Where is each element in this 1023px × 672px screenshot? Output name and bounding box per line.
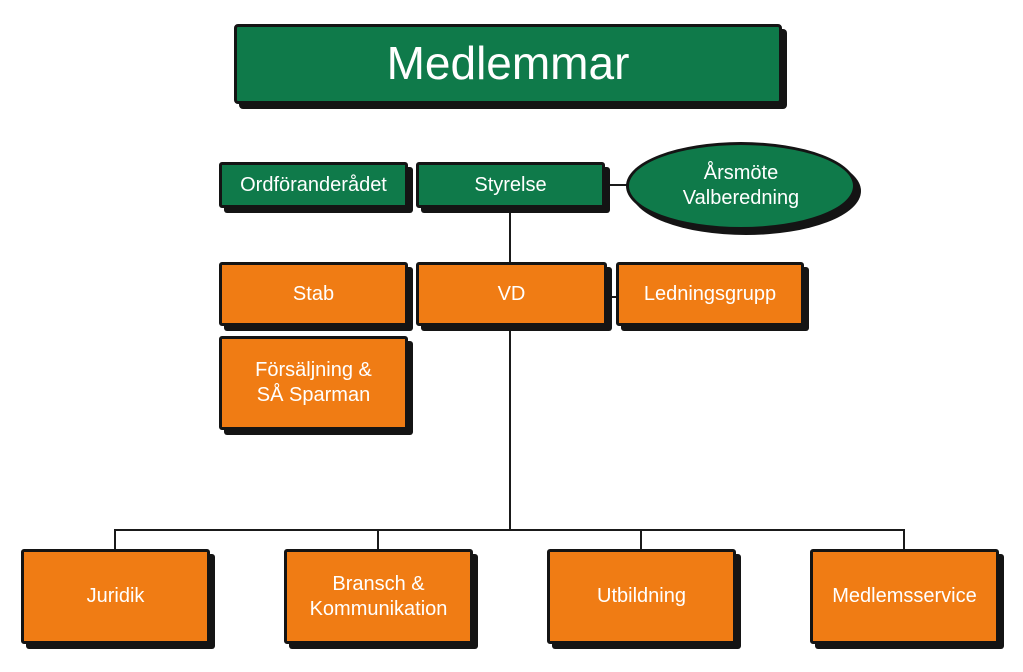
valberedning-label: Valberedning [682, 187, 800, 209]
connector-styrelse-ellipse [605, 184, 629, 186]
ledningsgrupp-label: Ledningsgrupp [643, 282, 777, 305]
sa-sparman-label: SÅ Sparman [256, 384, 371, 406]
juridik-label: Juridik [86, 585, 145, 607]
vd-label: VD [497, 282, 526, 305]
arsmote-label: Årsmöte [703, 162, 779, 184]
medlemmar-box: Medlemmar [234, 24, 782, 104]
connector-bus-utbildning [640, 529, 642, 551]
connector-department-bus [114, 529, 905, 531]
medlemsservice-box: Medlemsservice [810, 549, 999, 644]
juridik-box: Juridik [21, 549, 210, 644]
kommunikation-label: Kommunikation [309, 597, 448, 620]
styrelse-box: Styrelse [416, 162, 605, 208]
vd-box: VD [416, 262, 607, 326]
utbildning-box: Utbildning [547, 549, 736, 644]
bransch-label: Bransch & [332, 572, 425, 595]
connector-vd-ledningsgrupp [607, 296, 619, 298]
bransch-kommunikation-box: Bransch & Kommunikation [284, 549, 473, 644]
forsaljning-label: Försäljning & [255, 359, 372, 381]
stab-label: Stab [292, 282, 335, 305]
utbildning-label: Utbildning [597, 585, 686, 607]
styrelse-label: Styrelse [474, 173, 547, 196]
forsaljning-box: Försäljning & SÅ Sparman [219, 336, 408, 430]
arsmote-valberedning-ellipse: Årsmöte Valberedning [626, 142, 856, 230]
ledningsgrupp-box: Ledningsgrupp [616, 262, 804, 326]
ordforanderadet-box: Ordföranderådet [219, 162, 408, 208]
medlemsservice-label: Medlemsservice [832, 585, 977, 607]
connector-bus-bransch [377, 529, 379, 551]
connector-bus-medlemsservice [903, 529, 905, 551]
medlemmar-label: Medlemmar [386, 37, 630, 90]
connector-bus-juridik [114, 529, 116, 551]
stab-box: Stab [219, 262, 408, 326]
ordforanderadet-label: Ordföranderådet [240, 173, 387, 196]
connector-styrelse-vd [509, 208, 511, 264]
connector-vd-departments-trunk [509, 326, 511, 530]
